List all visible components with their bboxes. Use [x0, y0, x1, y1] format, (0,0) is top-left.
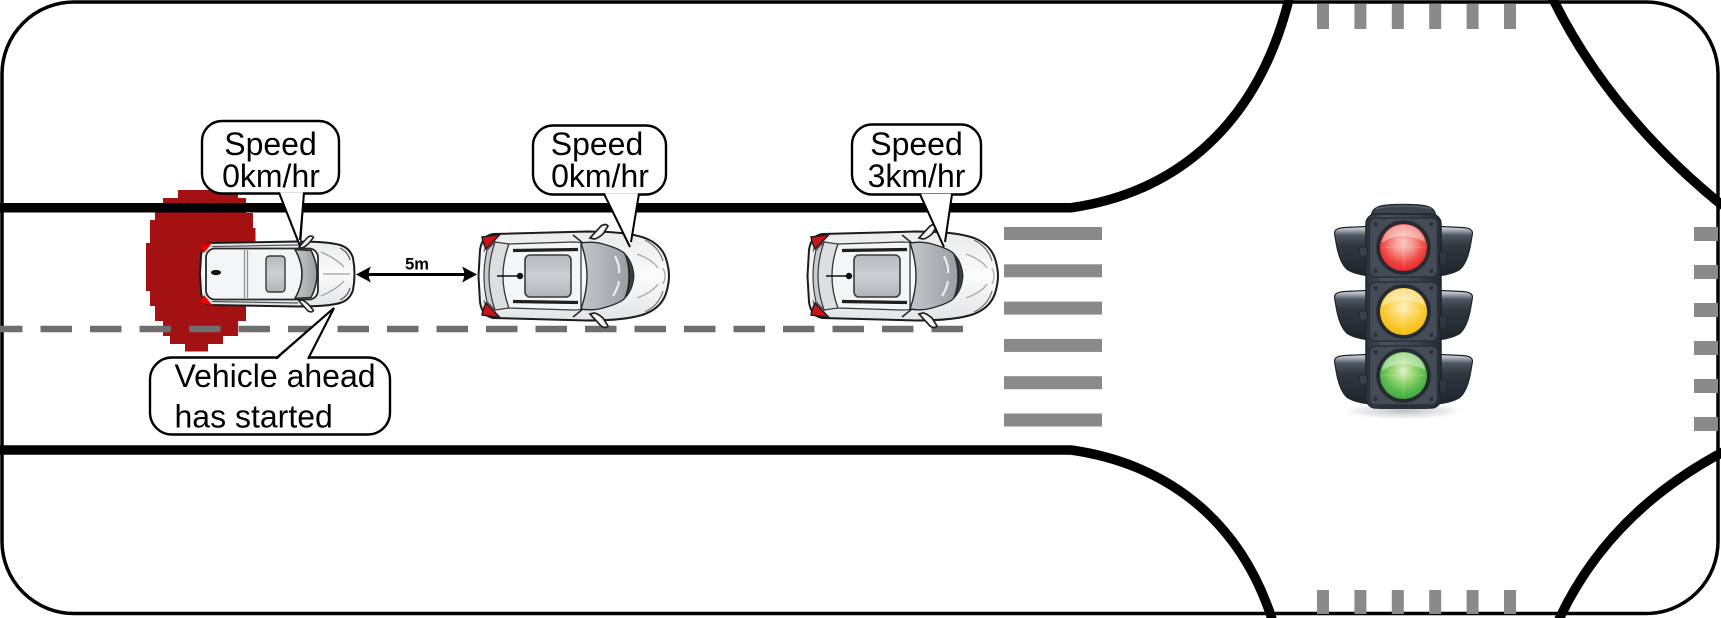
- svg-text:0km/hr: 0km/hr: [551, 158, 649, 194]
- svg-text:Speed: Speed: [551, 126, 644, 162]
- svg-text:has started: has started: [175, 399, 333, 435]
- svg-text:3km/hr: 3km/hr: [868, 158, 966, 194]
- svg-text:Vehicle ahead: Vehicle ahead: [175, 358, 376, 394]
- svg-text:Speed: Speed: [224, 126, 317, 162]
- svg-text:5m: 5m: [405, 256, 429, 274]
- svg-text:Speed: Speed: [870, 126, 963, 162]
- svg-text:0km/hr: 0km/hr: [222, 158, 320, 194]
